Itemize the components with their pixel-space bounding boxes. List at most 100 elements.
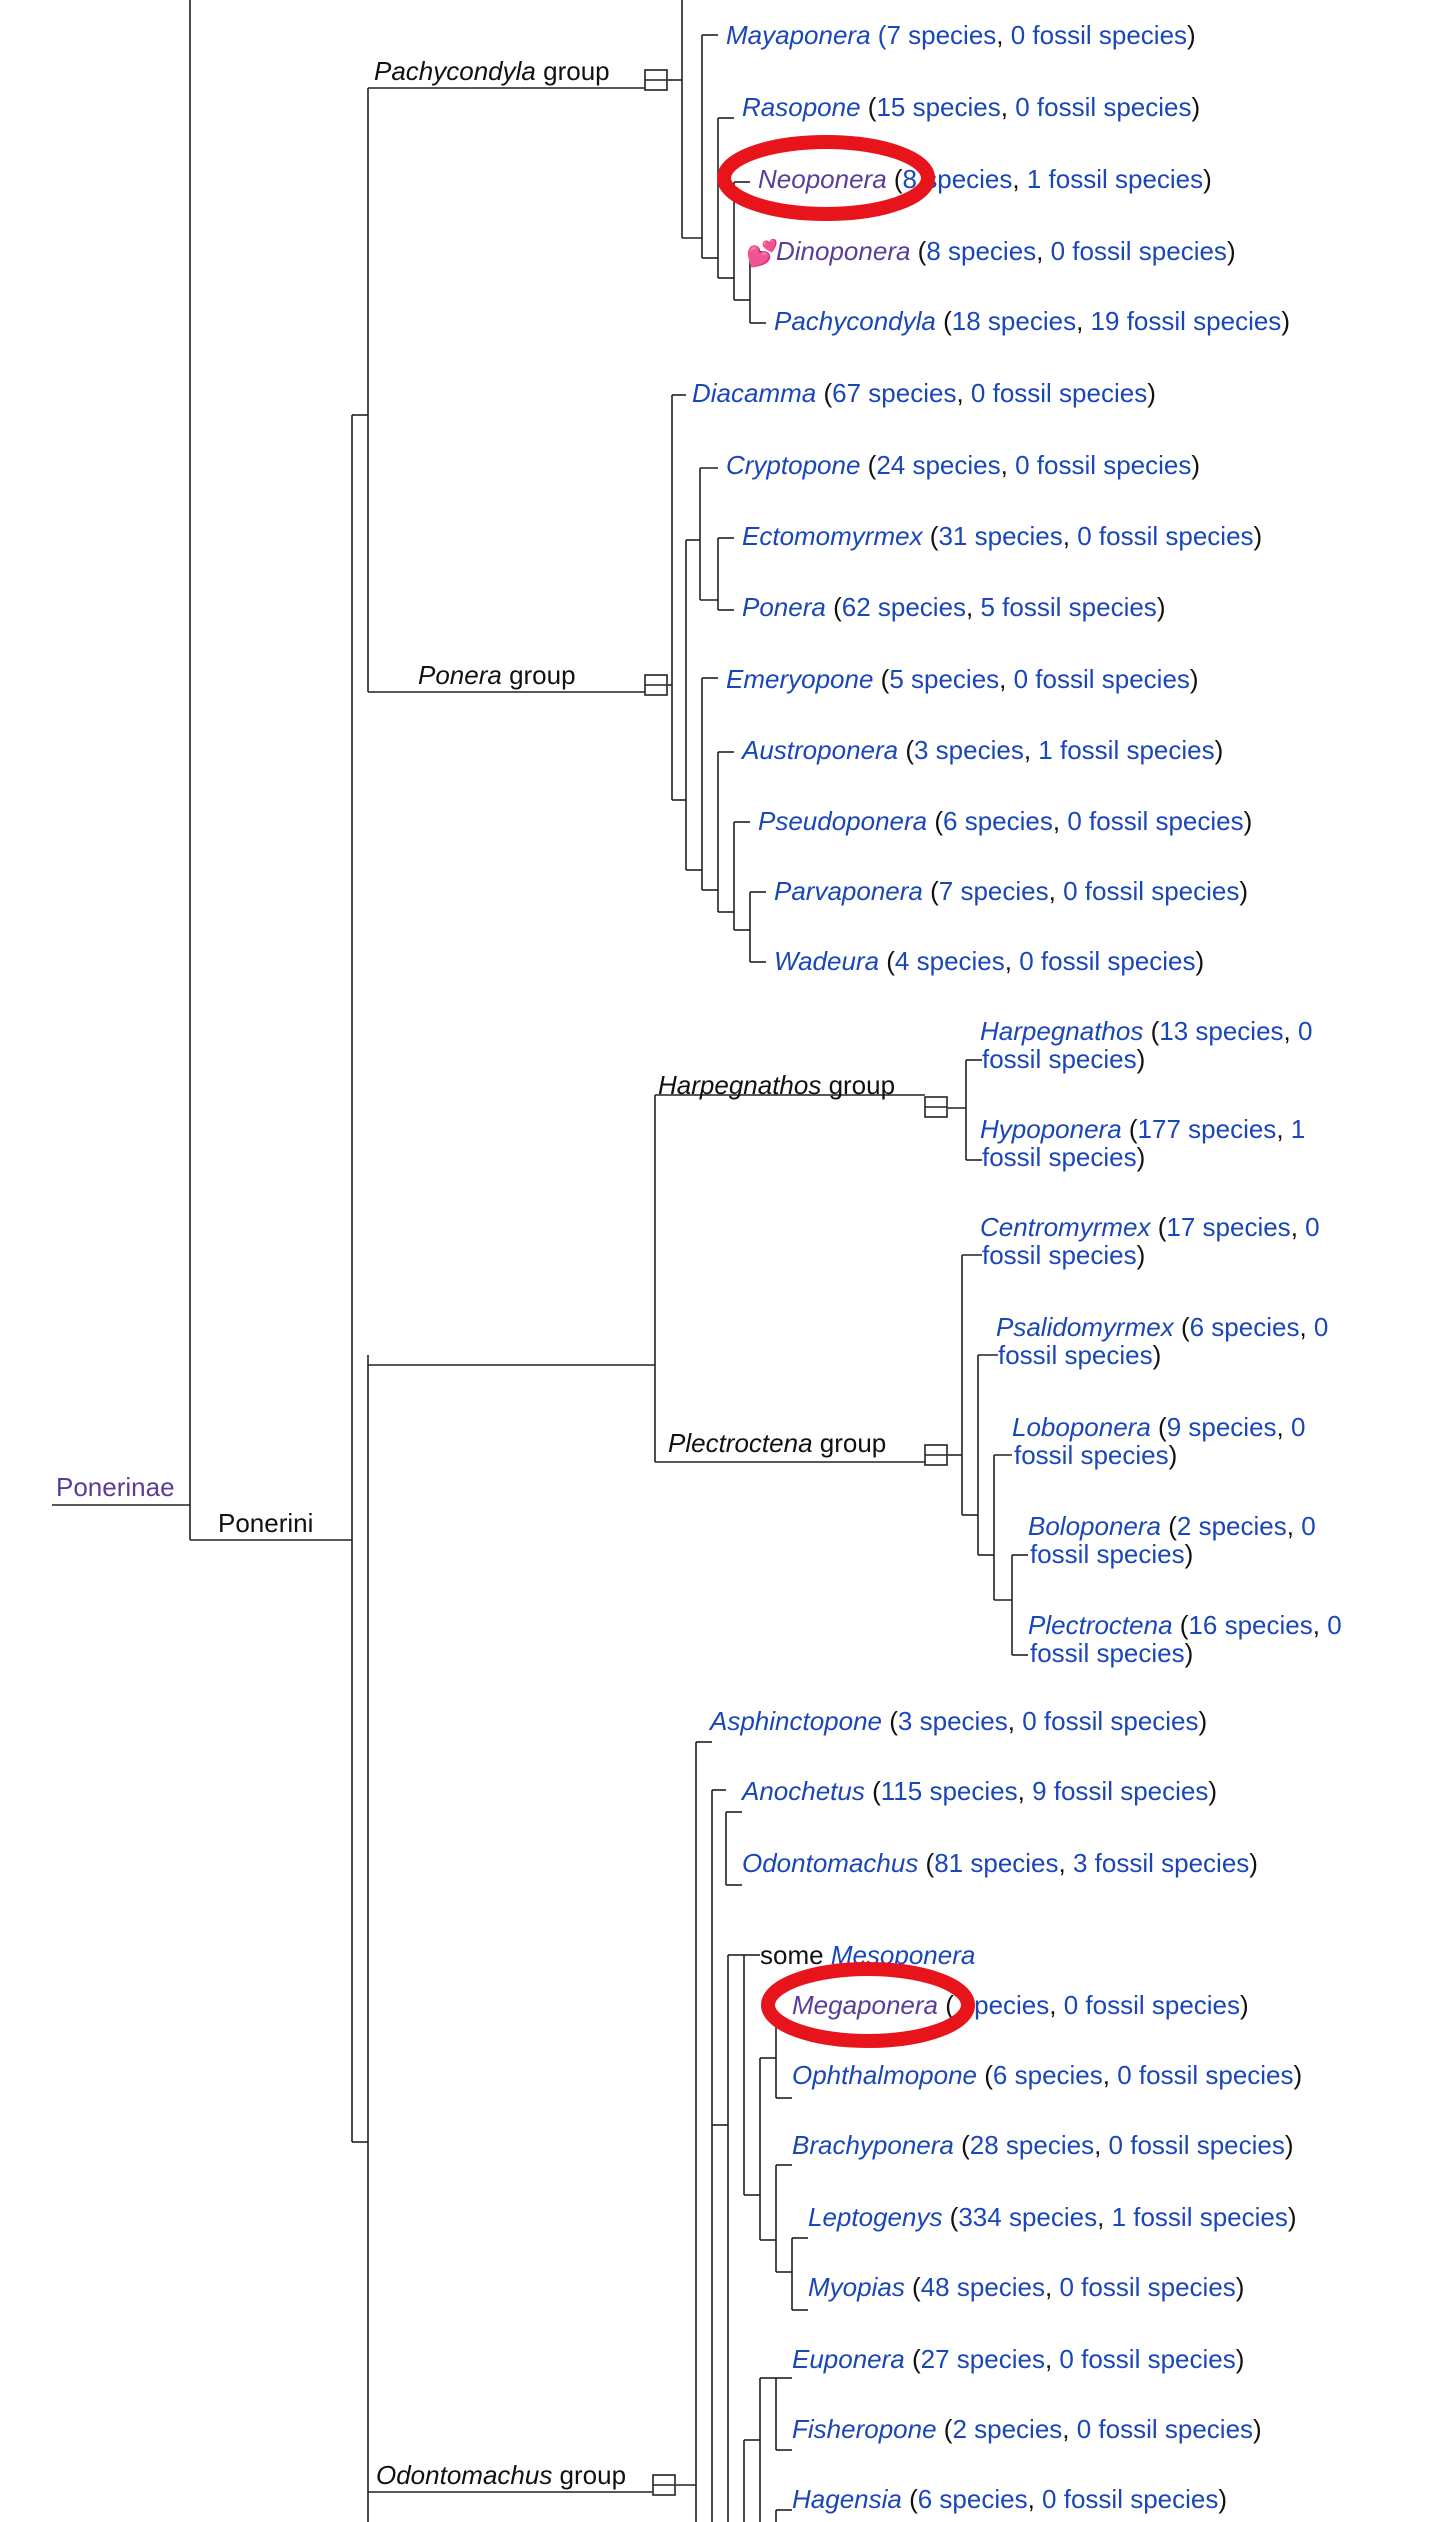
fossil-count-link[interactable]: 0 fossil species: [1117, 2060, 1293, 2090]
fossil-count-link[interactable]: 0 fossil species: [1064, 1990, 1240, 2020]
genus-link[interactable]: Anochetus: [740, 1776, 865, 1806]
fossil-count-link[interactable]: 0 fossil species: [1015, 92, 1191, 122]
genus-link[interactable]: Austroponera: [740, 735, 898, 765]
fossil-count-link[interactable]: fossil species: [998, 1340, 1153, 1370]
fossil-count-link[interactable]: 0 fossil species: [1022, 1706, 1198, 1736]
genus-link[interactable]: Loboponera: [1012, 1412, 1151, 1442]
species-count-link[interactable]: 5 species: [889, 664, 999, 694]
genus-link[interactable]: Dinoponera: [776, 236, 910, 266]
collapse-toggle-harpegnathos[interactable]: [924, 1096, 948, 1118]
species-count-link[interactable]: 177 species: [1138, 1114, 1277, 1144]
genus-link[interactable]: Hypoponera: [980, 1114, 1122, 1144]
fossil-count-link[interactable]: 0 fossil species: [1042, 2484, 1218, 2514]
fossil-count-link[interactable]: 0: [1301, 1511, 1315, 1541]
genus-link[interactable]: Megaponera: [792, 1990, 938, 2020]
species-count-link[interactable]: 17 species: [1166, 1212, 1290, 1242]
fossil-count-link[interactable]: 9 fossil species: [1032, 1776, 1208, 1806]
fossil-count-link[interactable]: fossil species: [1030, 1638, 1185, 1668]
fossil-count-link[interactable]: 0 fossil species: [1059, 2344, 1235, 2374]
fossil-count-link[interactable]: 0 fossil species: [1063, 876, 1239, 906]
fossil-count-link[interactable]: 19 fossil species: [1091, 306, 1282, 336]
fossil-count-link[interactable]: 3 fossil species: [1073, 1848, 1249, 1878]
fossil-count-link[interactable]: 0 fossil species: [1019, 946, 1195, 976]
species-count-link[interactable]: 13 species: [1159, 1016, 1283, 1046]
genus-link[interactable]: Myopias: [808, 2272, 905, 2302]
genus-link[interactable]: Euponera: [792, 2344, 905, 2374]
species-count-link[interactable]: 3 species: [898, 1706, 1008, 1736]
fossil-count-link[interactable]: 0: [1305, 1212, 1319, 1242]
fossil-count-link[interactable]: 5 fossil species: [981, 592, 1157, 622]
genus-link[interactable]: Psalidomyrmex: [996, 1312, 1175, 1342]
fossil-count-link[interactable]: 0 fossil species: [1067, 806, 1243, 836]
genus-link[interactable]: Hagensia: [792, 2484, 902, 2514]
genus-link[interactable]: Diacamma: [692, 378, 816, 408]
collapse-toggle-ponera[interactable]: [644, 674, 668, 696]
fossil-count-link[interactable]: 0 fossil species: [1011, 20, 1187, 50]
fossil-count-link[interactable]: 0 fossil species: [1077, 2414, 1253, 2444]
species-count-link[interactable]: 2 species: [1177, 1511, 1287, 1541]
species-count-link[interactable]: 81 species: [934, 1848, 1058, 1878]
species-count-link[interactable]: 16 species: [1188, 1610, 1312, 1640]
species-count-link[interactable]: 18 species: [952, 306, 1076, 336]
genus-link[interactable]: Plectroctena: [1028, 1610, 1173, 1640]
genus-link[interactable]: Parvaponera: [774, 876, 923, 906]
genus-link[interactable]: Rasopone: [742, 92, 861, 122]
species-count-link[interactable]: 6 species: [1190, 1312, 1300, 1342]
genus-link[interactable]: Neoponera: [758, 164, 887, 194]
fossil-count-link[interactable]: 0: [1291, 1412, 1305, 1442]
genus-link[interactable]: Ophthalmopone: [792, 2060, 977, 2090]
fossil-count-link[interactable]: 0 fossil species: [971, 378, 1147, 408]
species-count-link[interactable]: 3 species: [914, 735, 1024, 765]
genus-link[interactable]: Wadeura: [774, 946, 879, 976]
fossil-count-link[interactable]: 0 fossil species: [1109, 2130, 1285, 2160]
fossil-count-link[interactable]: fossil species: [982, 1240, 1137, 1270]
collapse-toggle-odontomachus[interactable]: [652, 2474, 676, 2496]
fossil-count-link[interactable]: fossil species: [1030, 1539, 1185, 1569]
fossil-count-link[interactable]: 0 fossil species: [1051, 236, 1227, 266]
genus-link[interactable]: Leptogenys: [808, 2202, 942, 2232]
species-count-link[interactable]: 7 species: [939, 876, 1049, 906]
fossil-count-link[interactable]: fossil species: [982, 1142, 1137, 1172]
genus-link[interactable]: Odontomachus: [742, 1848, 918, 1878]
fossil-count-link[interactable]: fossil species: [1014, 1440, 1169, 1470]
genus-link[interactable]: Mayaponera: [726, 20, 871, 50]
species-count-link[interactable]: 48 species: [921, 2272, 1045, 2302]
species-count-link[interactable]: 24 species: [876, 450, 1000, 480]
genus-link[interactable]: Harpegnathos: [980, 1016, 1143, 1046]
species-count-link[interactable]: 67 species: [832, 378, 956, 408]
taxon-root-ponerinae[interactable]: Ponerinae: [56, 1472, 175, 1502]
fossil-count-link[interactable]: 0: [1314, 1312, 1328, 1342]
species-count-link[interactable]: 6 species: [918, 2484, 1028, 2514]
species-count-link[interactable]: 15 species: [876, 92, 1000, 122]
genus-link[interactable]: Pseudoponera: [758, 806, 927, 836]
fossil-count-link[interactable]: 0: [1298, 1016, 1312, 1046]
genus-link[interactable]: Pachycondyla: [774, 306, 936, 336]
species-count-link[interactable]: 7 species: [886, 20, 996, 50]
genus-link[interactable]: Brachyponera: [792, 2130, 954, 2160]
fossil-count-link[interactable]: fossil species: [982, 1044, 1137, 1074]
species-count-link[interactable]: 2 species: [952, 2414, 1062, 2444]
species-count-link[interactable]: 334 species: [958, 2202, 1097, 2232]
species-count-link[interactable]: 9 species: [1167, 1412, 1277, 1442]
species-count-link[interactable]: 28 species: [970, 2130, 1094, 2160]
fossil-count-link[interactable]: 1 fossil species: [1027, 164, 1203, 194]
species-count-link[interactable]: 27 species: [921, 2344, 1045, 2374]
genus-link[interactable]: Centromyrmex: [980, 1212, 1151, 1242]
fossil-count-link[interactable]: 0: [1327, 1610, 1341, 1640]
species-count-link[interactable]: 6 species: [943, 806, 1053, 836]
collapse-toggle-plectroctena[interactable]: [924, 1444, 948, 1466]
genus-link[interactable]: Ectomomyrmex: [742, 521, 924, 551]
species-count-link[interactable]: 31 species: [938, 521, 1062, 551]
fossil-count-link[interactable]: 0 fossil species: [1059, 2272, 1235, 2302]
genus-link[interactable]: Fisheropone: [792, 2414, 937, 2444]
fossil-count-link[interactable]: 1 fossil species: [1038, 735, 1214, 765]
genus-link[interactable]: Ponera: [742, 592, 826, 622]
species-count-link[interactable]: 4 species: [895, 946, 1005, 976]
genus-link[interactable]: Boloponera: [1028, 1511, 1161, 1541]
fossil-count-link[interactable]: 0 fossil species: [1014, 664, 1190, 694]
fossil-count-link[interactable]: 1: [1291, 1114, 1305, 1144]
species-count-link[interactable]: 6 species: [993, 2060, 1103, 2090]
fossil-count-link[interactable]: 0 fossil species: [1015, 450, 1191, 480]
genus-link[interactable]: Cryptopone: [726, 450, 860, 480]
species-count-link[interactable]: 8 species: [926, 236, 1036, 266]
